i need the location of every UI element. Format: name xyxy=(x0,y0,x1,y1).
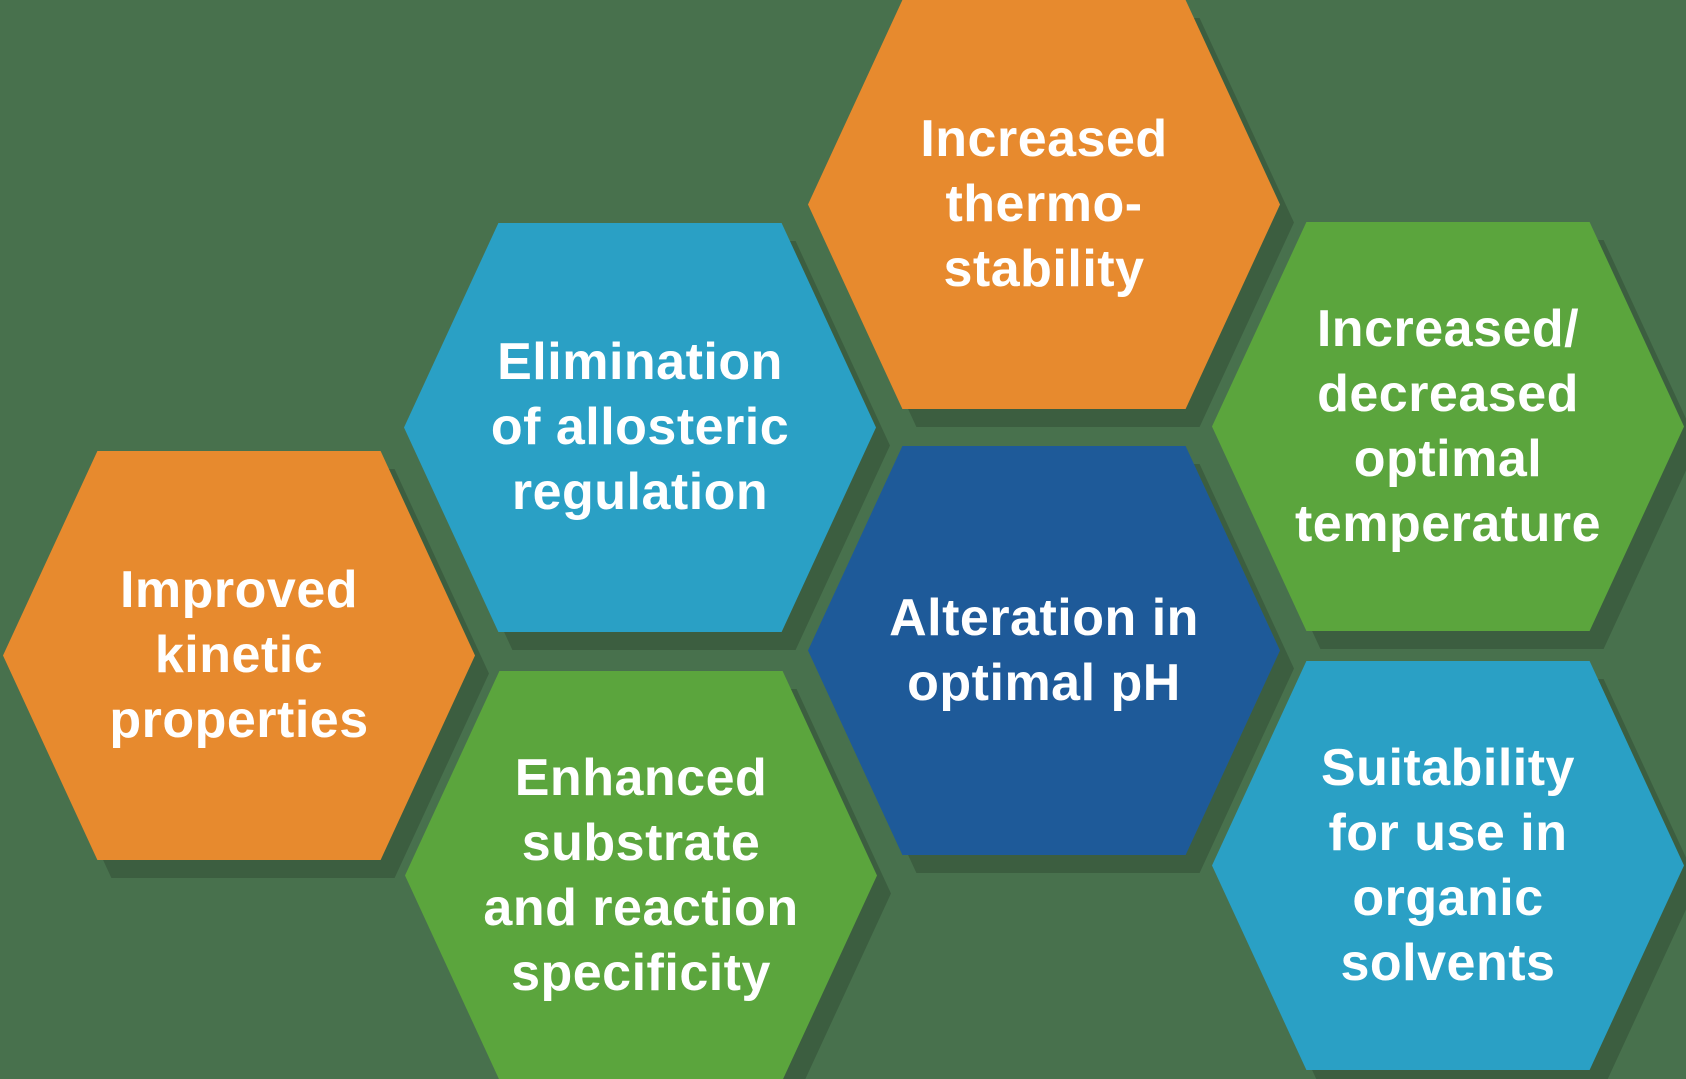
label-line: substrate xyxy=(521,813,761,872)
label-line: of allosteric xyxy=(490,398,790,456)
hexagon-elimination-of-allosteric-regulation: Elimination of allosteric regulation xyxy=(404,223,876,632)
label-line: solvents xyxy=(1340,933,1556,992)
label-line: Suitability xyxy=(1321,738,1575,797)
hexagon-shape: Increased/ decreased optimal temperature xyxy=(1212,222,1684,631)
label-line: temperature xyxy=(1294,494,1602,553)
hexagon-shape: Elimination of allosteric regulation xyxy=(404,223,876,632)
label-line: specificity xyxy=(511,943,771,1002)
label-line: Enhanced xyxy=(514,748,768,807)
hexagon-improved-kinetic-properties: Improved kinetic properties xyxy=(3,451,475,860)
hexagon-label: Increased thermo- stability xyxy=(920,107,1167,302)
label-line: and reaction xyxy=(483,878,799,937)
hexagon-enhanced-substrate-and-reaction-specificity: Enhanced substrate and reaction specific… xyxy=(405,671,877,1079)
label-line: for use in xyxy=(1328,803,1568,862)
hexagon-suitability-for-use-in-organic-solvents: Suitability for use in organic solvents xyxy=(1212,661,1684,1070)
label-line: optimal pH xyxy=(907,653,1181,712)
hexagon-label: Suitability for use in organic solvents xyxy=(1321,736,1575,996)
label-line: decreased xyxy=(1317,364,1579,423)
hexagon-shape: Improved kinetic properties xyxy=(3,451,475,860)
label-line: Alteration in xyxy=(889,588,1199,647)
label-line: Increased xyxy=(920,110,1168,168)
hexagon-shape: Alteration in optimal pH xyxy=(808,446,1280,855)
label-line: Increased/ xyxy=(1316,299,1580,358)
hexagon-increased-thermostability: Increased thermo- stability xyxy=(808,0,1280,409)
label-line: organic xyxy=(1352,868,1544,927)
label-line: Elimination xyxy=(497,333,783,391)
label-line: stability xyxy=(943,240,1145,298)
hexagon-label: Increased/ decreased optimal temperature xyxy=(1295,297,1601,557)
label-line: thermo- xyxy=(945,175,1143,233)
hexagon-shape: Suitability for use in organic solvents xyxy=(1212,661,1684,1070)
label-line: properties xyxy=(109,691,369,749)
hexagon-label: Alteration in optimal pH xyxy=(889,586,1199,716)
label-line: Improved xyxy=(119,561,359,619)
hexagon-increased-decreased-optimal-temperature: Increased/ decreased optimal temperature xyxy=(1212,222,1684,631)
label-line: optimal xyxy=(1353,429,1543,488)
hexagon-shape: Increased thermo- stability xyxy=(808,0,1280,409)
label-line: regulation xyxy=(511,463,769,521)
hexagon-shape: Enhanced substrate and reaction specific… xyxy=(405,671,877,1079)
hexagon-label: Enhanced substrate and reaction specific… xyxy=(483,746,798,1006)
hexagon-alteration-in-optimal-ph: Alteration in optimal pH xyxy=(808,446,1280,855)
label-line: kinetic xyxy=(154,626,324,684)
hexagon-label: Improved kinetic properties xyxy=(109,558,368,753)
hexagon-label: Elimination of allosteric regulation xyxy=(491,330,789,525)
